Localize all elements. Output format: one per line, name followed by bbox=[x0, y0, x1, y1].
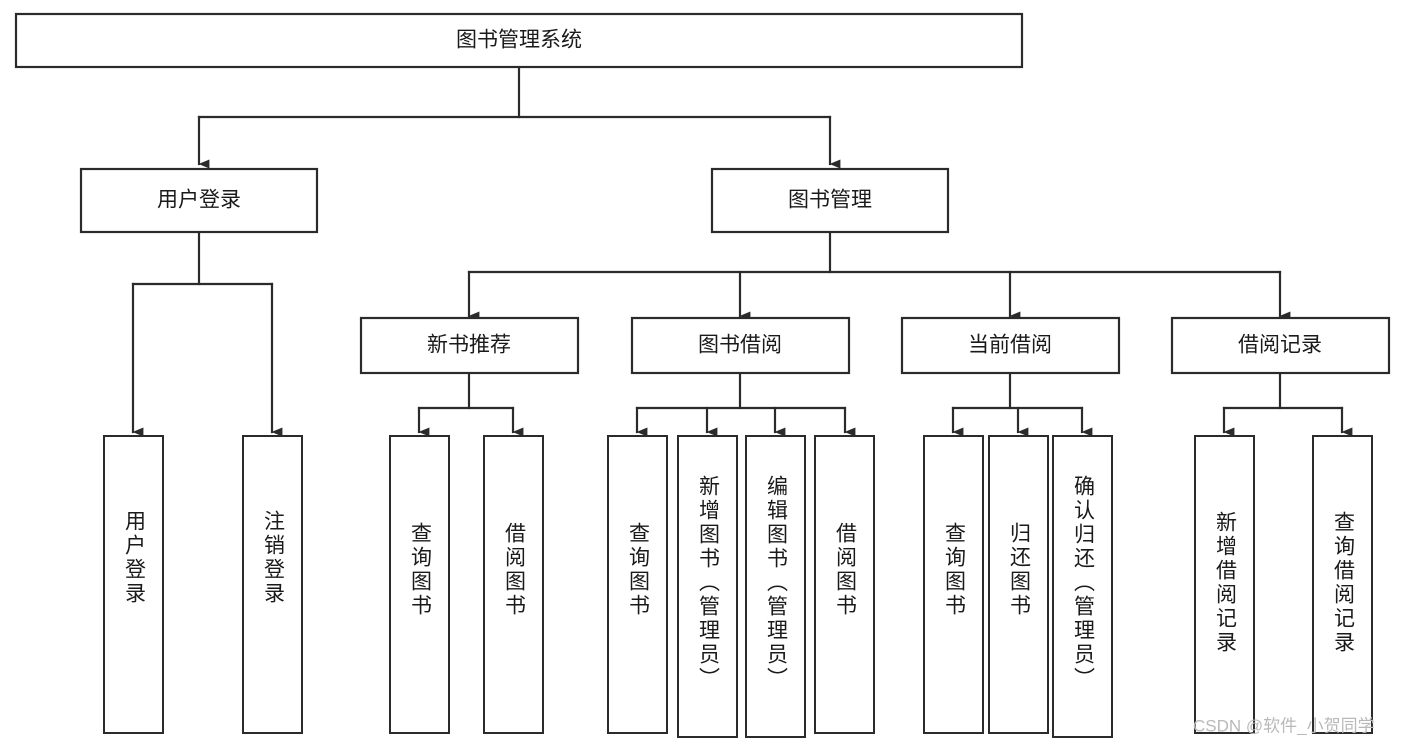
node-new-book-recommend-label: 新书推荐 bbox=[427, 334, 511, 357]
leaf-query-borrow-record-label: 查询借阅记录 bbox=[1331, 511, 1355, 655]
leaf-add-book-label: 新增图书（管理员） bbox=[696, 475, 720, 691]
node-book-borrow-label: 图书借阅 bbox=[698, 334, 782, 357]
node-user-login[interactable]: 用户登录 bbox=[79, 167, 319, 234]
connector-group-new-book-to-leaves bbox=[417, 371, 524, 437]
node-user-login-label: 用户登录 bbox=[157, 189, 241, 212]
connector-group-user-login-to-leaves bbox=[131, 230, 283, 437]
leaf-confirm-return-box[interactable] bbox=[1052, 435, 1113, 738]
leaf-return-book-label: 归还图书 bbox=[1007, 522, 1031, 618]
leaf-query-book-borrow-label: 查询图书 bbox=[626, 522, 650, 618]
leaf-user-login[interactable]: 用户登录 bbox=[103, 435, 164, 734]
node-book-borrow-box[interactable] bbox=[630, 316, 851, 375]
node-user-login-box[interactable] bbox=[79, 167, 319, 234]
leaf-borrow-book-new-label: 借阅图书 bbox=[502, 522, 526, 618]
leaf-edit-book-label: 编辑图书（管理员） bbox=[764, 475, 788, 691]
leaf-return-book[interactable]: 归还图书 bbox=[988, 435, 1049, 734]
leaf-query-book-new-label: 查询图书 bbox=[408, 522, 432, 618]
leaf-borrow-book-new[interactable]: 借阅图书 bbox=[483, 435, 544, 734]
node-root-label: 图书管理系统 bbox=[456, 29, 582, 52]
leaf-query-book-new-box[interactable] bbox=[389, 435, 450, 734]
leaf-query-borrow-record-box[interactable] bbox=[1312, 435, 1373, 734]
leaf-query-borrow-record[interactable]: 查询借阅记录 bbox=[1312, 435, 1373, 734]
leaf-confirm-return-label: 确认归还（管理员） bbox=[1071, 475, 1095, 691]
node-current-borrow-box[interactable] bbox=[900, 316, 1121, 375]
node-current-borrow-label: 当前借阅 bbox=[968, 334, 1052, 357]
connector-group-root-to-level2 bbox=[197, 65, 841, 169]
leaf-add-book[interactable]: 新增图书（管理员） bbox=[677, 435, 738, 738]
connector-group-book-manage-to-level3 bbox=[467, 230, 1291, 321]
node-root-box[interactable] bbox=[14, 12, 1024, 69]
csdn-watermark: CSDN @软件_小贺同学 bbox=[1193, 716, 1375, 735]
node-current-borrow[interactable]: 当前借阅 bbox=[900, 316, 1121, 375]
leaf-borrow-book-borrow[interactable]: 借阅图书 bbox=[814, 435, 875, 734]
node-book-borrow[interactable]: 图书借阅 bbox=[630, 316, 851, 375]
leaf-add-borrow-record-label: 新增借阅记录 bbox=[1213, 511, 1237, 655]
connector-group-book-borrow-to-leaves bbox=[635, 371, 856, 437]
leaf-query-book-borrow[interactable]: 查询图书 bbox=[607, 435, 668, 734]
leaf-return-book-box[interactable] bbox=[988, 435, 1049, 734]
leaf-query-book-current-label: 查询图书 bbox=[942, 522, 966, 618]
leaf-query-book-borrow-box[interactable] bbox=[607, 435, 668, 734]
node-new-book-recommend-box[interactable] bbox=[359, 316, 580, 375]
leaf-edit-book[interactable]: 编辑图书（管理员） bbox=[745, 435, 806, 738]
leaf-borrow-book-borrow-box[interactable] bbox=[814, 435, 875, 734]
leaf-confirm-return[interactable]: 确认归还（管理员） bbox=[1052, 435, 1113, 738]
leaf-logout-label: 注销登录 bbox=[261, 510, 285, 606]
leaf-logout[interactable]: 注销登录 bbox=[242, 435, 303, 734]
connector-group-current-borrow-to-leaves bbox=[951, 371, 1093, 437]
node-book-manage-box[interactable] bbox=[710, 167, 950, 234]
node-borrow-record[interactable]: 借阅记录 bbox=[1170, 316, 1391, 375]
node-borrow-record-label: 借阅记录 bbox=[1238, 334, 1322, 357]
node-borrow-record-box[interactable] bbox=[1170, 316, 1391, 375]
connector-group-borrow-record-to-leaves bbox=[1222, 371, 1353, 437]
leaf-add-book-box[interactable] bbox=[677, 435, 738, 738]
node-book-manage[interactable]: 图书管理 bbox=[710, 167, 950, 234]
leaf-user-login-label: 用户登录 bbox=[122, 510, 146, 606]
node-root-system[interactable]: 图书管理系统 bbox=[14, 12, 1024, 69]
leaf-add-borrow-record[interactable]: 新增借阅记录 bbox=[1194, 435, 1255, 734]
leaf-edit-book-box[interactable] bbox=[745, 435, 806, 738]
leaf-borrow-book-borrow-label: 借阅图书 bbox=[833, 522, 857, 618]
leaf-query-book-new[interactable]: 查询图书 bbox=[389, 435, 450, 734]
node-new-book-recommend[interactable]: 新书推荐 bbox=[359, 316, 580, 375]
node-book-manage-label: 图书管理 bbox=[788, 189, 872, 212]
leaf-logout-box[interactable] bbox=[242, 435, 303, 734]
leaf-query-book-current-box[interactable] bbox=[923, 435, 984, 734]
leaf-user-login-box[interactable] bbox=[103, 435, 164, 734]
leaf-add-borrow-record-box[interactable] bbox=[1194, 435, 1255, 734]
leaf-query-book-current[interactable]: 查询图书 bbox=[923, 435, 984, 734]
leaf-borrow-book-new-box[interactable] bbox=[483, 435, 544, 734]
